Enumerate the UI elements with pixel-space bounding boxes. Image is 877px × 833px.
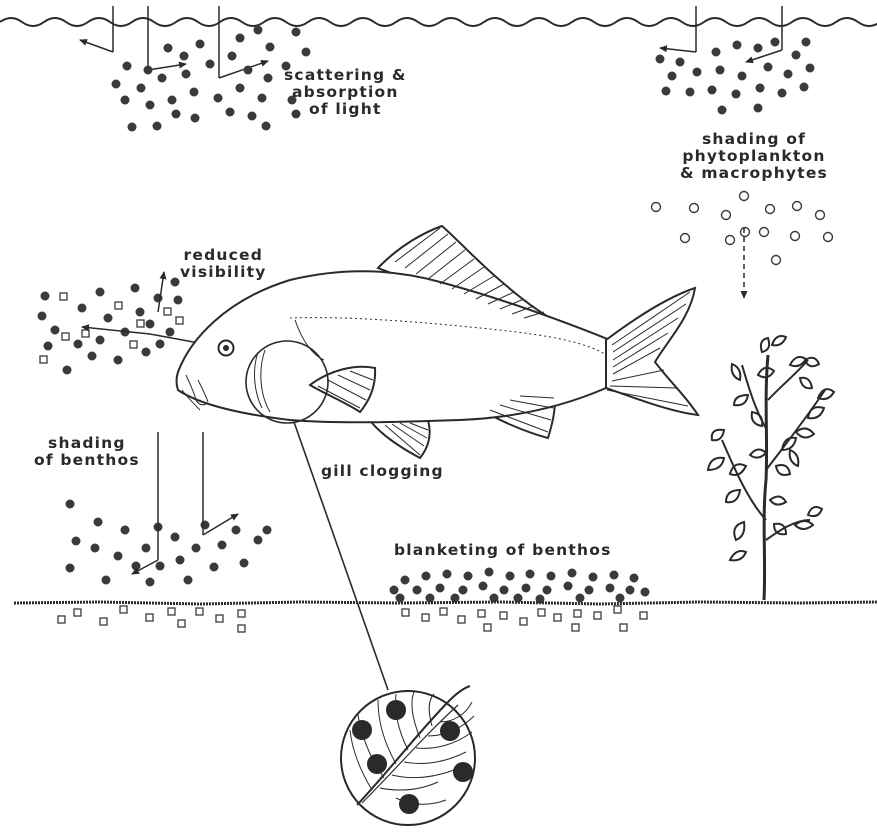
shading-phyto-line-1: shading of [680, 131, 828, 148]
benthos-shading-particles [66, 500, 272, 587]
benthos-shading-arrows [132, 432, 238, 574]
shading-benthos-label: shading of benthos [34, 435, 140, 469]
water-surface [0, 18, 877, 26]
shading-benthos-line-1: shading [34, 435, 140, 452]
shading-phyto-line-2: phytoplankton [680, 148, 828, 165]
gill-clogging-label: gill clogging [321, 463, 444, 480]
scattering-line-2: absorption [284, 84, 407, 101]
blanketing-particles [390, 568, 650, 604]
shading-benthos-line-2: of benthos [34, 452, 140, 469]
light-rays-right [660, 6, 782, 62]
scattering-line-1: scattering & [284, 67, 407, 84]
gill-magnifier-icon [341, 686, 475, 825]
scattering-label: scattering & absorption of light [284, 67, 407, 118]
fish-pupil [223, 345, 229, 351]
shading-phyto-line-3: & macrophytes [680, 165, 828, 182]
suspended-particles-surface-right [656, 38, 815, 115]
suspended-particles-surface-left [112, 26, 311, 132]
shading-phyto-label: shading of phytoplankton & macrophytes [680, 131, 828, 182]
reduced-visibility-line-2: visibility [180, 264, 267, 281]
scattering-line-3: of light [284, 101, 407, 118]
aquatic-plant-icon [708, 336, 834, 600]
benthos-organisms [58, 606, 647, 632]
river-bed [14, 602, 877, 604]
phytoplankton-particles [652, 192, 833, 265]
reduced-visibility-label: reduced visibility [180, 247, 267, 281]
visibility-squares [40, 293, 183, 363]
reduced-visibility-line-1: reduced [180, 247, 267, 264]
blanketing-label: blanketing of benthos [394, 542, 612, 559]
visibility-arrows [82, 272, 215, 346]
